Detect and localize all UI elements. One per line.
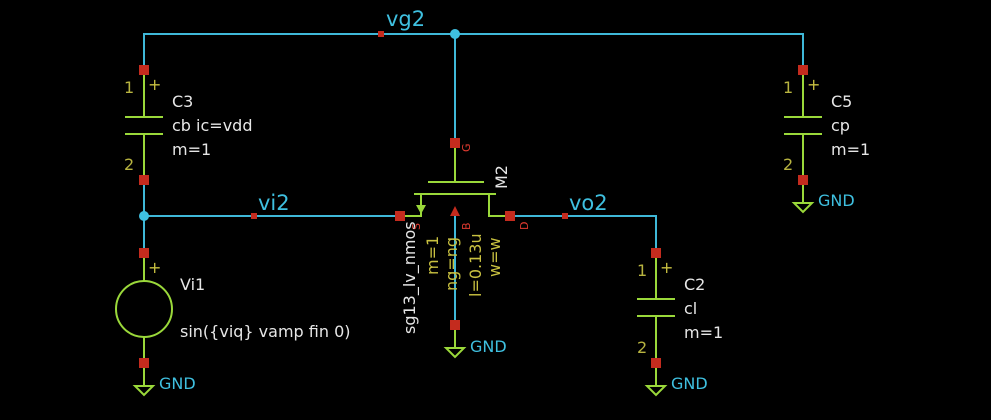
junction-dot-vi2 — [139, 211, 149, 221]
m2-pin-bulk-gnd[interactable] — [450, 320, 460, 330]
m2-pin-label-b: B — [460, 222, 473, 230]
c2-gnd-symbol[interactable] — [644, 368, 668, 397]
net-marker-vg2 — [378, 31, 384, 37]
c3-plus-sign: + — [148, 75, 161, 94]
c5-pin-1[interactable] — [798, 65, 808, 75]
m2-pin-label-s: S — [410, 223, 423, 230]
c2-value: cl — [684, 299, 697, 318]
capacitor-c3[interactable]: 1 + 2 C3 cb ic=vdd m=1 — [124, 65, 252, 185]
c5-value: cp — [831, 116, 850, 135]
transistor-m2[interactable]: G S B D M2 sg13_lv_nmos m=1 ng=ng l=0.13… — [395, 138, 531, 359]
c2-name: C2 — [684, 275, 705, 294]
c3-pin2-number: 2 — [124, 155, 134, 174]
m2-param-ng: ng=ng — [442, 237, 461, 291]
m2-drain-leg — [488, 194, 505, 217]
net-label-vi2[interactable]: vi2 — [258, 191, 290, 215]
junction-dot-vg2 — [450, 29, 460, 39]
net-label-vo2[interactable]: vo2 — [569, 191, 608, 215]
c2-gnd-label: GND — [671, 374, 708, 393]
voltage-source-vi1[interactable]: + Vi1 sin({viq} vamp fin 0) GND — [115, 248, 351, 397]
m2-pin-source[interactable] — [395, 211, 405, 221]
m2-bulk-arrow — [450, 206, 460, 216]
net-marker-vo2 — [562, 213, 568, 219]
m2-gnd-symbol[interactable] — [443, 330, 467, 359]
c2-mult: m=1 — [684, 323, 723, 342]
vi1-pin-minus[interactable] — [139, 358, 149, 368]
net-marker-vi2 — [251, 213, 257, 219]
c2-pin1-number: 1 — [637, 261, 647, 280]
c5-gnd-label: GND — [818, 191, 855, 210]
wire-vg2-right[interactable] — [455, 33, 804, 70]
c5-pin2-number: 2 — [783, 155, 793, 174]
c2-plus-sign: + — [660, 258, 673, 277]
c3-value: cb ic=vdd — [172, 116, 252, 135]
capacitor-c2[interactable]: 1 + 2 C2 cl m=1 GND — [637, 248, 723, 397]
m2-pin-label-g: G — [460, 143, 473, 152]
c5-plus-sign: + — [807, 75, 820, 94]
c2-pin2-number: 2 — [637, 338, 647, 357]
m2-pin-label-d: D — [518, 222, 531, 230]
m2-pin-gate[interactable] — [450, 138, 460, 148]
m2-param-w: w=w — [485, 237, 504, 277]
wires — [143, 33, 804, 325]
m2-param-l: l=0.13u — [466, 233, 485, 297]
capacitor-c5[interactable]: 1 + 2 C5 cp m=1 GND — [783, 65, 870, 214]
c5-mult: m=1 — [831, 140, 870, 159]
m2-name: M2 — [492, 165, 511, 189]
m2-model: sg13_lv_nmos — [400, 221, 420, 334]
vi1-value: sin({viq} vamp fin 0) — [180, 322, 351, 341]
vi1-plus-sign: + — [148, 258, 161, 277]
m2-source-leg — [405, 194, 422, 217]
vi1-gnd-label: GND — [159, 374, 196, 393]
c3-pin-1[interactable] — [139, 65, 149, 75]
m2-gnd-label: GND — [470, 337, 507, 356]
m2-param-m: m=1 — [423, 236, 442, 275]
m2-source-arrow — [416, 205, 426, 214]
c2-pin-2[interactable] — [651, 358, 661, 368]
c3-pin1-number: 1 — [124, 78, 134, 97]
c5-pin-2[interactable] — [798, 175, 808, 185]
vi1-gnd-symbol[interactable] — [132, 368, 156, 397]
vi1-pin-plus[interactable] — [139, 248, 149, 258]
c3-pin-2[interactable] — [139, 175, 149, 185]
c5-pin1-number: 1 — [783, 78, 793, 97]
wire-vo2[interactable] — [510, 215, 657, 253]
net-label-vg2[interactable]: vg2 — [386, 7, 425, 31]
vi1-name: Vi1 — [180, 275, 205, 294]
c3-mult: m=1 — [172, 140, 211, 159]
c3-name: C3 — [172, 92, 193, 111]
vi1-circle — [115, 280, 173, 338]
c2-pin-1[interactable] — [651, 248, 661, 258]
m2-pin-drain[interactable] — [505, 211, 515, 221]
c5-name: C5 — [831, 92, 852, 111]
c5-gnd-symbol[interactable] — [791, 185, 815, 214]
wire-vg2-left[interactable] — [143, 33, 455, 70]
